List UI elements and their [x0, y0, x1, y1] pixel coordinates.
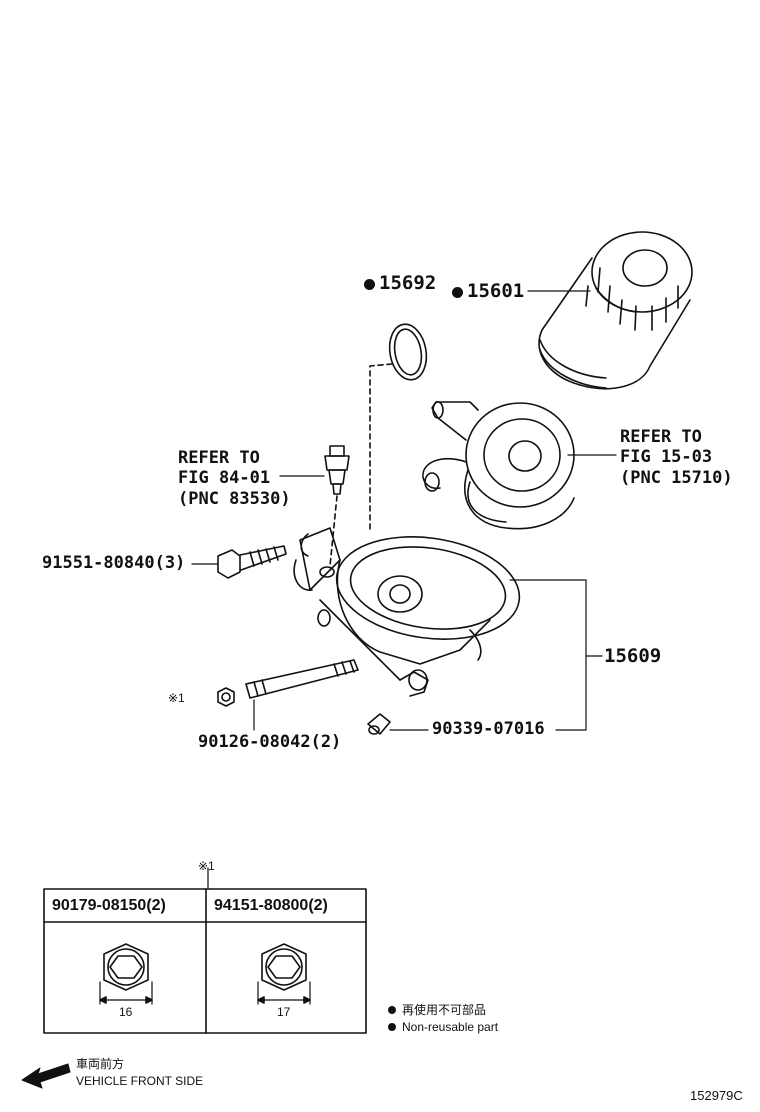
direction-jp: 車両前方	[76, 1057, 125, 1071]
filter-bracket-drawing	[293, 527, 521, 697]
refer-pnc: (PNC 83530)	[178, 488, 291, 509]
table-dim-17: 17	[277, 1005, 291, 1019]
pin-90339-drawing	[367, 713, 391, 735]
leader-lines	[191, 290, 617, 731]
legend-en: Non-reusable part	[388, 1021, 498, 1033]
part-label-15601: 15601	[452, 282, 524, 301]
table-nut-17-drawing	[257, 943, 311, 1005]
nut-mark1-drawing	[217, 687, 235, 707]
refer-label: REFER TO	[178, 448, 260, 468]
oil-filter-drawing	[538, 231, 693, 390]
direction-en: VEHICLE FRONT SIDE	[76, 1074, 204, 1088]
oil-pressure-switch-drawing	[324, 445, 350, 495]
vehicle-front-arrow-icon	[21, 1063, 71, 1089]
table-header-94151: 94151-80800(2)	[214, 897, 328, 914]
table-nut-16-drawing	[99, 943, 153, 1005]
refer-fig: FIG 84-01	[178, 468, 271, 489]
oil-cooler-drawing	[422, 401, 575, 530]
o-ring-drawing	[388, 323, 428, 381]
nut-table-lines	[43, 867, 367, 1034]
o-ring-dash-line	[369, 363, 393, 531]
part-label-15609: 15609	[604, 645, 662, 667]
table-note-mark: ※1	[198, 859, 215, 873]
mark-1-label: ※1	[168, 691, 185, 705]
refer-fig: FIG 15-03	[620, 447, 713, 468]
legend-bullet-icon	[388, 1023, 396, 1031]
legend-bullet-icon	[388, 1006, 396, 1014]
bolt-91551-drawing	[217, 545, 287, 579]
stud-90126-drawing	[245, 659, 359, 699]
part-label-91551: 91551-80840(3)	[42, 553, 186, 573]
table-header-90179: 90179-08150(2)	[52, 897, 166, 914]
reference-fig-84-01: REFER TO FIG 84-01 (PNC 83530)	[178, 448, 291, 509]
reference-fig-15-03: REFER TO FIG 15-03 (PNC 15710)	[620, 427, 733, 488]
legend-jp: 再使用不可部品	[388, 1004, 486, 1016]
table-dim-16: 16	[119, 1005, 133, 1019]
refer-label: REFER TO	[620, 427, 702, 447]
part-label-90339: 90339-07016	[432, 719, 545, 739]
figure-id: 152979C	[690, 1088, 743, 1103]
part-label-15692: 15692	[364, 274, 436, 293]
part-label-90126: 90126-08042(2)	[198, 732, 342, 752]
refer-pnc: (PNC 15710)	[620, 467, 733, 488]
non-reusable-bullet-icon	[364, 279, 375, 290]
switch-dash-line	[329, 495, 338, 567]
non-reusable-bullet-icon	[452, 287, 463, 298]
